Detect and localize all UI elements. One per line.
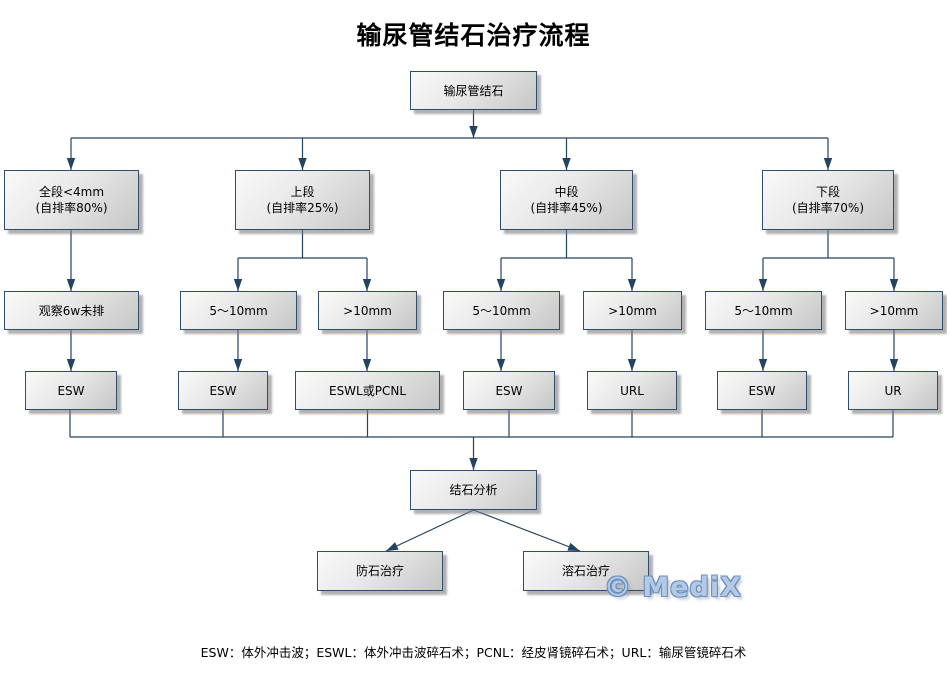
node-seg-upper: 上段 (自排率25%) — [235, 170, 370, 230]
node-lower-5-10mm: 5～10mm — [705, 291, 822, 330]
node-label: 中段 — [554, 185, 579, 199]
node-label: 5～10mm — [472, 303, 531, 318]
node-observe: 观察6w未排 — [4, 291, 139, 330]
medix-watermark: © MediX — [604, 572, 742, 603]
node-label: 输尿管结石 — [443, 83, 504, 98]
node-esw-lower: ESW — [717, 371, 807, 410]
node-esw-upper: ESW — [178, 371, 268, 410]
legend-footnote: ESW：体外冲击波；ESWL：体外冲击波碎石术；PCNL：经皮肾镜碎石术；URL… — [200, 645, 747, 660]
node-label: ESW — [209, 383, 237, 398]
node-label: URL — [620, 383, 644, 398]
node-label: ESW — [748, 383, 776, 398]
node-seg-middle: 中段 (自排率45%) — [500, 170, 633, 230]
node-seg-lower: 下段 (自排率70%) — [762, 170, 894, 230]
node-upper-gt10mm: >10mm — [318, 291, 417, 330]
node-label: UR — [884, 383, 902, 398]
node-sublabel: (自排率25%) — [266, 201, 339, 215]
node-label: 5～10mm — [209, 303, 268, 318]
node-label: >10mm — [869, 303, 919, 318]
node-esw-middle: ESW — [463, 371, 555, 410]
node-label: ESWL或PCNL — [328, 383, 407, 398]
node-sublabel: (自排率70%) — [791, 201, 865, 215]
node-label: ESW — [57, 383, 85, 398]
node-stone-dissolution: 溶石治疗 — [523, 551, 649, 591]
node-stone-analysis: 结石分析 — [410, 470, 537, 510]
node-label: 观察6w未排 — [38, 303, 105, 318]
node-label: 下段 — [815, 185, 840, 199]
node-esw-all: ESW — [25, 371, 117, 410]
node-ur: UR — [848, 371, 938, 410]
node-label: 全段<4mm — [38, 185, 105, 199]
node-lower-gt10mm: >10mm — [845, 291, 943, 330]
node-label: >10mm — [608, 303, 657, 318]
node-stone-prevention: 防石治疗 — [317, 551, 443, 591]
node-middle-5-10mm: 5～10mm — [443, 291, 560, 330]
node-label: 结石分析 — [449, 483, 498, 497]
node-eswl-pcnl: ESWL或PCNL — [295, 371, 440, 410]
node-label: 防石治疗 — [355, 564, 404, 578]
node-label: >10mm — [343, 303, 392, 318]
node-sublabel: (自排率45%) — [530, 201, 603, 215]
node-label: 上段 — [290, 185, 315, 199]
node-root: 输尿管结石 — [410, 71, 537, 110]
page-title: 输尿管结石治疗流程 — [356, 21, 591, 50]
node-sublabel: (自排率80%) — [35, 201, 108, 215]
node-label: 溶石治疗 — [561, 564, 610, 578]
node-label: ESW — [495, 383, 523, 398]
node-label: 5～10mm — [734, 303, 793, 318]
node-upper-5-10mm: 5～10mm — [180, 291, 297, 330]
node-url: URL — [587, 371, 677, 410]
node-middle-gt10mm: >10mm — [583, 291, 682, 330]
node-seg-all: 全段<4mm (自排率80%) — [4, 170, 139, 230]
